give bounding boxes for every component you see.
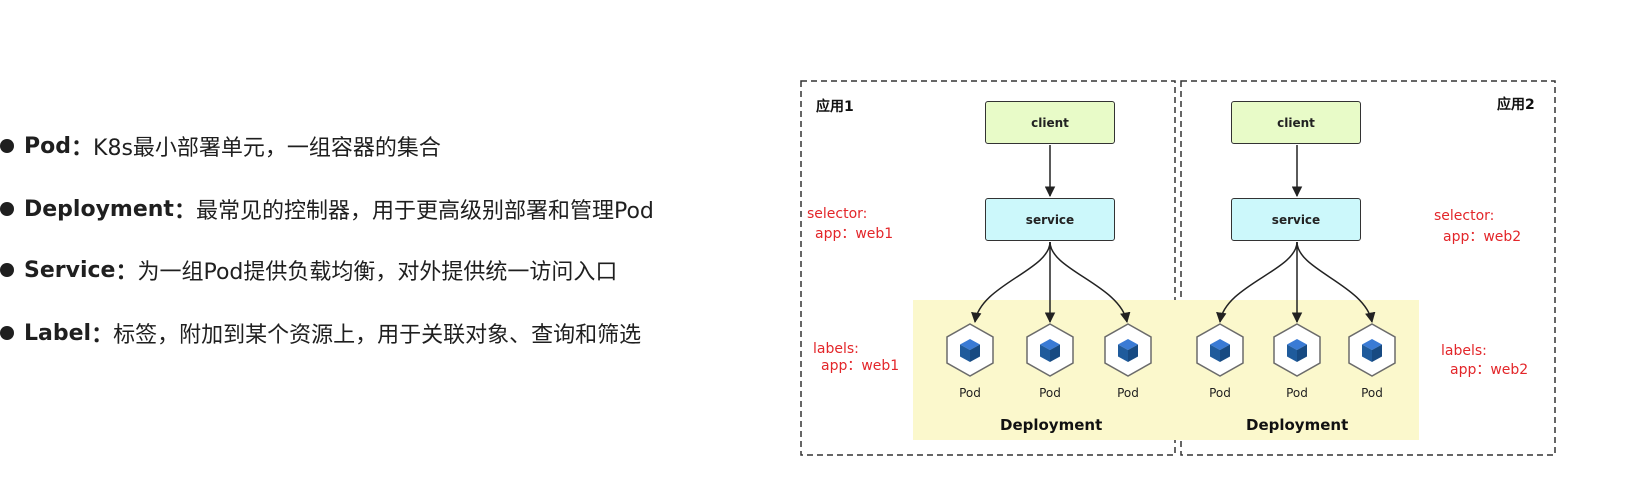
bullet-desc: K8s最小部署单元，一组容器的集合 [93,136,441,161]
pod-label: Pod [959,386,981,400]
arrow-service-pod [1049,241,1131,324]
k8s-diagram: 应用1 应用2 client client service service se… [800,0,1634,491]
selector-label-app2: selector: [1434,208,1495,224]
bullet-sep: ： [115,260,138,285]
pod-label: Pod [1039,386,1061,400]
bullet-sep: ： [173,199,196,224]
bullet-sep: ： [71,136,94,161]
pod-label: Pod [1117,386,1139,400]
app1-container [800,80,1176,456]
bullet-dot [0,202,14,216]
bullet-term: Label [24,320,92,346]
bullet-pod: Pod：K8s最小部署单元，一组容器的集合 [0,126,441,166]
app2-title: 应用2 [1497,97,1535,113]
app1-title: 应用1 [816,99,854,115]
client-box-app2: client [1231,101,1361,144]
pod-label: Pod [1361,386,1383,400]
bullet-term: Deployment [24,196,174,222]
deployment-label-app1: Deployment [1000,416,1103,434]
bullet-desc: 为一组Pod提供负载均衡，对外提供统一访问入口 [137,260,618,285]
bullet-dot [0,139,14,153]
labels-label-app1: labels: [813,341,859,357]
diagram-graphics [800,80,1556,456]
selector-label-app1: selector: [807,206,868,222]
deployment-region [913,300,1419,440]
deployment-label-app2: Deployment [1246,416,1349,434]
bullet-dot [0,326,14,340]
labels-value-app2: app：web2 [1450,362,1529,378]
pod-label: Pod [1286,386,1308,400]
service-box-app1: service [985,198,1115,241]
arrow-service-pod [971,241,1051,324]
bullet-deployment: Deployment：最常见的控制器，用于更高级别部署和管理Pod [0,189,654,229]
bullet-desc: 最常见的控制器，用于更高级别部署和管理Pod [195,199,654,224]
app2-container [1180,80,1556,456]
bullet-term: Service [24,257,116,283]
selector-value-app1: app：web1 [815,226,894,242]
pod-label: Pod [1209,386,1231,400]
labels-value-app1: app：web1 [821,358,900,374]
bullet-dot [0,263,14,277]
bullet-label: Label ：标签，附加到某个资源上，用于关联对象、查询和筛选 [0,313,641,353]
selector-value-app2: app：web2 [1443,229,1522,245]
service-box-app2: service [1231,198,1361,241]
bullet-sep: ： [91,323,114,348]
bullet-service: Service：为一组Pod提供负载均衡，对外提供统一访问入口 [0,250,617,290]
bullet-term: Pod [24,133,71,159]
labels-label-app2: labels: [1441,343,1487,359]
arrow-service-pod [1296,241,1376,324]
arrow-service-pod [1216,241,1298,324]
bullet-desc: 标签，附加到某个资源上，用于关联对象、查询和筛选 [113,323,642,348]
client-box-app1: client [985,101,1115,144]
